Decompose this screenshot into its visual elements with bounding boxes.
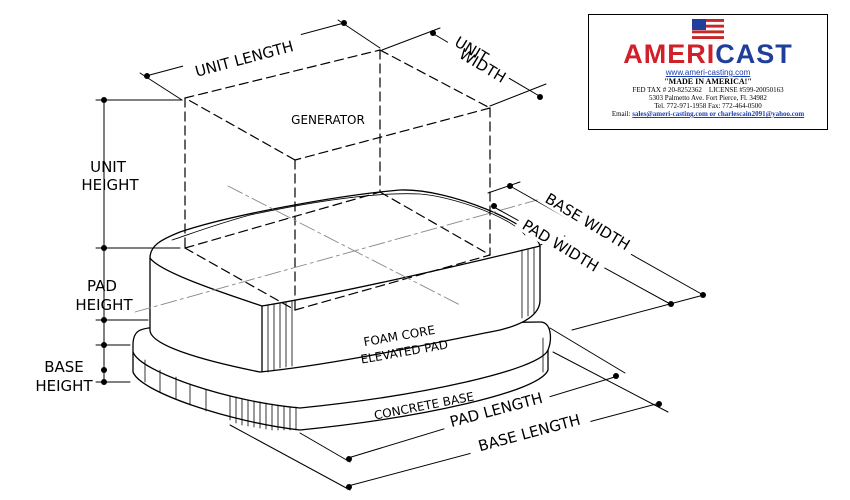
website-link[interactable]: www.ameri-casting.com	[665, 68, 751, 77]
unit-height-label-2: HEIGHT	[81, 176, 139, 194]
tax-license-line: FED TAX # 20-8252362 LICENSE #599-200501…	[589, 86, 827, 94]
unit-height-label-1: UNIT	[90, 158, 127, 176]
phone-fax: Tel. 772-971-1958 Fax: 772-464-0500	[654, 102, 762, 110]
americast-logo-card: AMERICAST www.ameri-casting.com "MADE IN…	[588, 14, 828, 130]
email-link[interactable]: sales@ameri-casting.com or charlescain20…	[632, 110, 805, 118]
email-line: Email: sales@ameri-casting.com or charle…	[589, 110, 827, 118]
center-lines	[134, 185, 549, 313]
dimension-dots	[101, 20, 706, 490]
license: LICENSE #599-20050163	[708, 86, 784, 94]
brand-name-part-2: CAST	[715, 39, 793, 69]
generator-label: GENERATOR	[291, 113, 365, 127]
pad-height-label-1: PAD	[87, 277, 117, 295]
tagline: "MADE IN AMERICA!"	[664, 77, 752, 86]
base-height-label-1: BASE	[44, 358, 84, 376]
address: 5303 Palmetto Ave. Fort Pierce, Fl. 3498…	[649, 94, 767, 102]
brand-name: AMERICAST	[589, 40, 827, 68]
fed-tax: FED TAX # 20-8252362	[632, 86, 702, 94]
us-flag-icon	[692, 19, 724, 39]
brand-name-part-1: AMERI	[623, 39, 716, 69]
generator-outline	[184, 49, 491, 311]
email-label: Email:	[611, 110, 631, 118]
pad-height-label-2: HEIGHT	[75, 296, 133, 314]
base-height-label-2: HEIGHT	[35, 377, 93, 395]
foam-core-pad	[149, 189, 541, 373]
